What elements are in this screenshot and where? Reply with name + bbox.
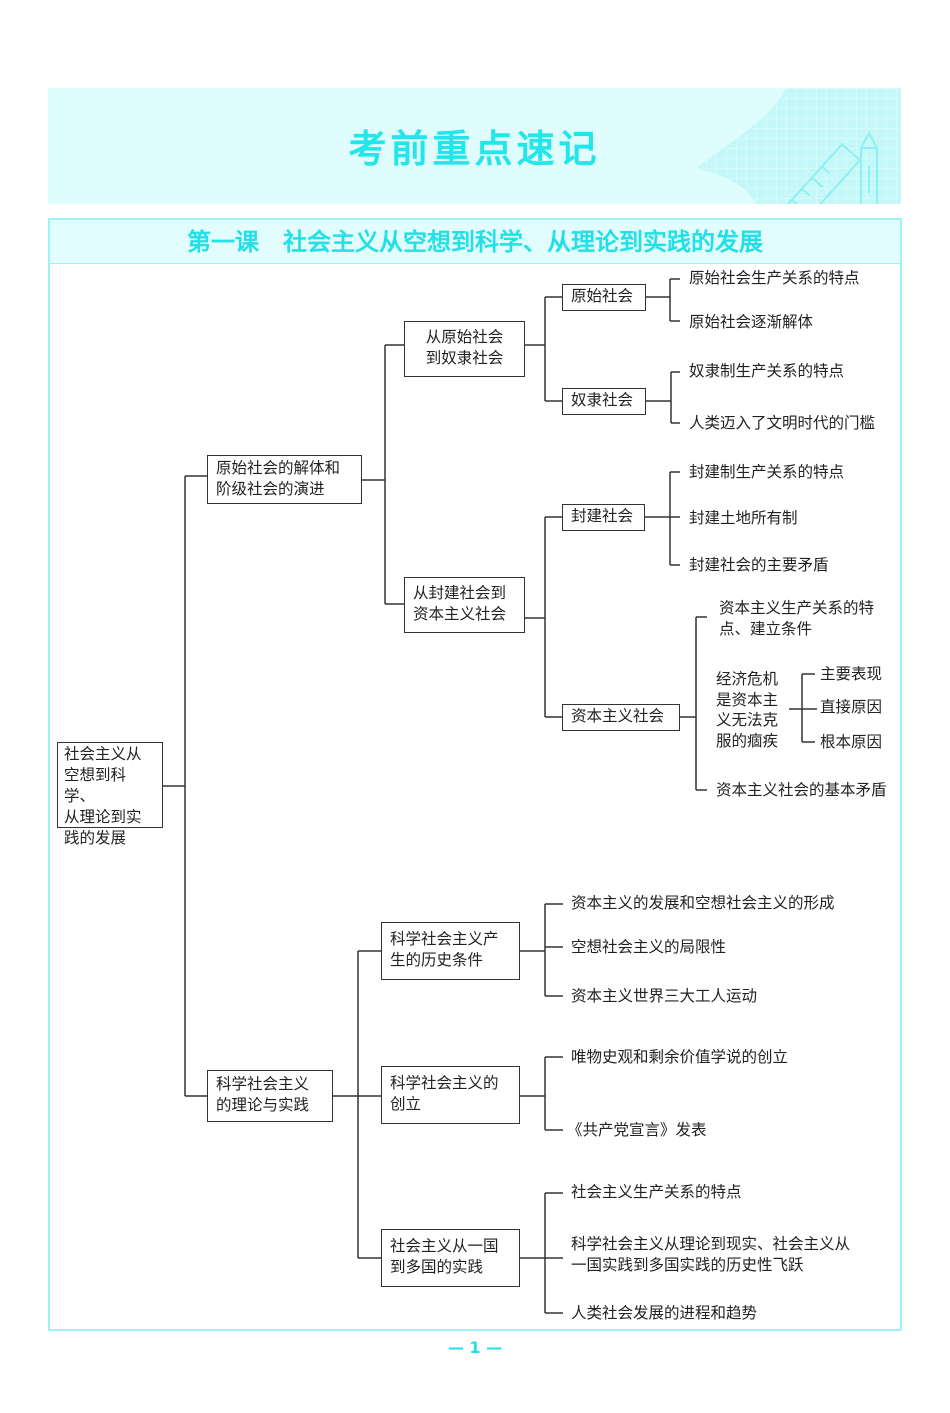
point: 奴隶制生产关系的特点 xyxy=(689,362,845,380)
point: 主要表现 xyxy=(820,665,883,683)
point: 科学社会主义从理论到现实、社会主义从 一国实践到多国实践的历史性飞跃 xyxy=(571,1235,851,1274)
lesson-title: 第一课 社会主义从空想到科学、从理论到实践的发展 xyxy=(50,220,900,264)
ruler-pencil-illustration xyxy=(696,88,901,204)
point: 人类迈入了文明时代的门槛 xyxy=(689,414,876,432)
node-founding: 科学社会主义的 创立 xyxy=(381,1066,520,1124)
point: 社会主义生产关系的特点 xyxy=(571,1183,742,1201)
point: 封建制生产关系的特点 xyxy=(689,463,845,481)
node-primitive-society: 原始社会 xyxy=(562,284,646,311)
node-historical-conditions: 科学社会主义产 生的历史条件 xyxy=(381,922,520,980)
banner-title: 考前重点速记 xyxy=(348,127,601,171)
page-number: — 1 — xyxy=(447,1338,503,1357)
point: 空想社会主义的局限性 xyxy=(571,938,727,956)
point: 资本主义世界三大工人运动 xyxy=(571,987,758,1005)
point: 人类社会发展的进程和趋势 xyxy=(571,1304,758,1322)
node-primitive-to-slave: 从原始社会 到奴隶社会 xyxy=(404,321,525,377)
point: 原始社会逐渐解体 xyxy=(689,313,814,331)
branch-primitive-to-class-society: 原始社会的解体和 阶级社会的演进 xyxy=(207,455,362,504)
node-capitalist-society: 资本主义社会 xyxy=(562,704,680,731)
point: 资本主义的发展和空想社会主义的形成 xyxy=(571,894,835,912)
point: 原始社会生产关系的特点 xyxy=(689,269,860,287)
point: 根本原因 xyxy=(820,733,883,751)
root-node: 社会主义从 空想到科学、 从理论到实 践的发展 xyxy=(57,742,163,847)
node-slave-society: 奴隶社会 xyxy=(562,388,646,415)
point: 封建社会的主要矛盾 xyxy=(689,556,829,574)
point: 封建土地所有制 xyxy=(689,509,798,527)
point-economic-crisis: 经济危机 是资本主 义无法克 服的痼疾 xyxy=(716,670,779,750)
node-feudal-to-capitalist: 从封建社会到 资本主义社会 xyxy=(404,577,525,633)
header-banner: 考前重点速记 xyxy=(48,88,901,204)
point: 《共产党宣言》发表 xyxy=(567,1121,707,1139)
point: 唯物史观和剩余价值学说的创立 xyxy=(571,1048,789,1066)
point: 资本主义生产关系的特 点、建立条件 xyxy=(719,599,875,638)
lesson-frame: 第一课 社会主义从空想到科学、从理论到实践的发展 xyxy=(48,218,902,1331)
point: 资本主义社会的基本矛盾 xyxy=(716,781,887,799)
node-one-to-many-countries: 社会主义从一国 到多国的实践 xyxy=(381,1229,520,1287)
node-feudal-society: 封建社会 xyxy=(562,504,645,531)
branch-scientific-socialism: 科学社会主义 的理论与实践 xyxy=(207,1070,333,1122)
point: 直接原因 xyxy=(820,698,883,716)
